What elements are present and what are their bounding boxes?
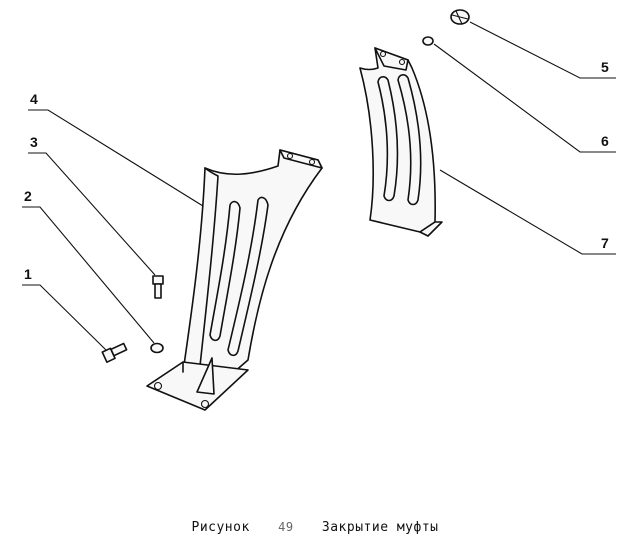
callout-1: 1 [24,266,32,282]
callout-5: 5 [601,59,609,75]
leader-2 [22,206,155,344]
callout-7: 7 [601,235,609,251]
callout-6: 6 [601,133,609,149]
callout-4: 4 [30,91,38,107]
part-1-bolt [101,342,128,363]
caption-number: 49 [278,520,294,534]
part-3-bolt [152,275,164,299]
leader-3 [28,152,156,276]
leader-6 [433,43,616,153]
part-6-washer [422,36,434,46]
leader-7 [439,169,616,255]
part-2-washer [150,342,164,354]
leader-5 [469,21,616,79]
leader-4 [28,109,204,207]
caption-title: Закрытие муфты [321,520,439,535]
callout-3: 3 [30,134,38,150]
part-5-nut [450,9,470,25]
leader-lines [22,21,616,351]
figure-caption: Рисунок 49 Закрытие муфты [0,520,630,535]
part-7-small-curved-cover [359,47,443,237]
callout-2: 2 [24,188,32,204]
part-4-large-curved-cover [146,149,323,411]
caption-word: Рисунок [191,520,250,535]
leader-1 [22,284,107,351]
